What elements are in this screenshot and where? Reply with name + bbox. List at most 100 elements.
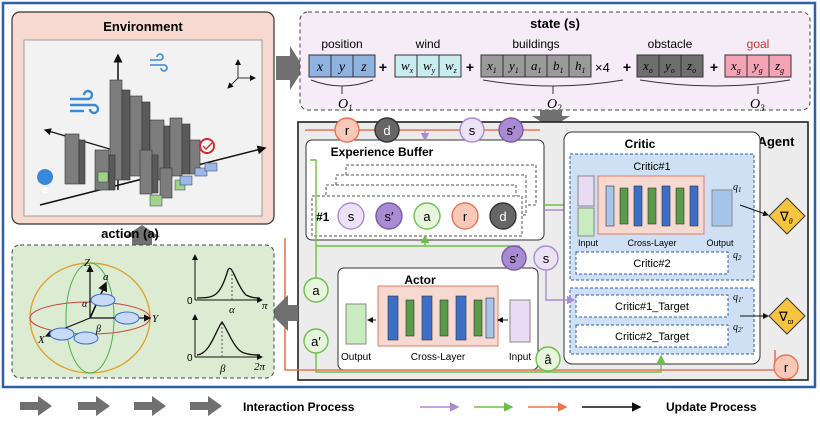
svg-text:d: d — [383, 123, 390, 138]
svg-text:r: r — [784, 360, 789, 375]
svg-text:z: z — [360, 60, 367, 75]
svg-text:Y: Y — [152, 313, 160, 325]
gradient-theta: ∇θ — [739, 197, 806, 235]
obstacles — [97, 162, 218, 207]
outer-frame — [1, 1, 817, 389]
agent-to-action-arrow — [270, 295, 298, 331]
critic-panel: Critic Critic#1 Input Cross-Layer Output… — [563, 131, 761, 365]
svg-text:q2: q2 — [733, 250, 742, 262]
critic2-label: Critic#2 — [633, 258, 670, 270]
svg-text:0: 0 — [187, 296, 193, 307]
state-panel: state (s) position x y z O1 + wind wx wy… — [299, 11, 811, 113]
buildings-cells — [480, 54, 592, 78]
svg-text:xo: xo — [642, 58, 653, 75]
critic2-target-label: Critic#2_Target — [615, 331, 689, 343]
position-label: position — [321, 37, 362, 51]
svg-text:q1: q1 — [733, 182, 742, 194]
actor-input-label: Input — [509, 352, 531, 363]
env-to-state-arrow — [276, 46, 304, 90]
plus-sign: + — [379, 59, 387, 75]
group-o1: O1 — [338, 97, 353, 113]
critic1-target-label: Critic#1_Target — [615, 301, 689, 313]
svg-text:wz: wz — [445, 58, 458, 75]
critic1-label: Critic#1 — [633, 161, 670, 173]
experience-buffer: Experience Buffer #1 s s′ a r d — [305, 139, 545, 241]
goal-marker-icon — [199, 138, 215, 154]
svg-text:b1: b1 — [553, 58, 564, 75]
svg-text:β: β — [219, 363, 226, 375]
buffer-row: s s′ a r d — [337, 202, 517, 230]
svg-text:a1: a1 — [531, 58, 542, 75]
svg-text:zo: zo — [686, 58, 696, 75]
svg-text:s: s — [543, 251, 550, 266]
state-to-agent-arrow — [532, 110, 570, 128]
group-o2: O2 — [547, 97, 562, 113]
svg-text:zg: zg — [774, 58, 784, 75]
gradient-phi: ∇ϖ — [740, 297, 806, 335]
goal-label: goal — [747, 37, 770, 51]
svg-text:d: d — [499, 209, 506, 224]
buffer-row-label: #1 — [316, 210, 330, 224]
critic-title: Critic — [625, 137, 656, 151]
legend-interaction: Interaction Process — [243, 400, 355, 414]
svg-text:q1′: q1′ — [733, 292, 744, 304]
action-panel: action (a) Z X Y a α β 0 π α — [11, 226, 275, 379]
svg-text:+: + — [466, 59, 474, 75]
svg-text:a: a — [103, 271, 109, 283]
critic-crosslayer-label: Cross-Layer — [627, 238, 676, 248]
actor-output-label: Output — [341, 352, 371, 363]
svg-text:â: â — [544, 352, 552, 367]
svg-text:Z: Z — [84, 257, 91, 269]
gray-arrows — [20, 396, 222, 416]
top-signals: r d s s′ — [305, 117, 540, 143]
svg-text:+: + — [710, 59, 718, 75]
wind-icon — [70, 53, 168, 115]
svg-text:wy: wy — [423, 58, 436, 75]
legend-update: Update Process — [666, 400, 757, 414]
svg-text:r: r — [345, 123, 350, 138]
environment-title: Environment — [103, 19, 183, 34]
svg-text:r: r — [463, 209, 468, 224]
svg-text:s: s — [469, 123, 476, 138]
action-to-env-arrow — [124, 225, 160, 245]
svg-text:x: x — [316, 60, 324, 75]
svg-text:2π: 2π — [254, 361, 266, 373]
svg-text:α: α — [82, 299, 88, 310]
critic-output-label: Output — [706, 238, 734, 248]
svg-text:∇θ: ∇θ — [779, 209, 793, 226]
actor-panel: Actor Output Cross-Layer Input — [337, 267, 539, 371]
critic-layers — [605, 185, 699, 227]
svg-text:s′: s′ — [510, 251, 520, 266]
obstacle-cells — [636, 54, 704, 78]
agent-title: Agent — [758, 134, 796, 149]
wind-cells: wx wy wz — [394, 54, 462, 78]
svg-text:h1: h1 — [575, 58, 586, 75]
svg-text:s: s — [348, 209, 355, 224]
state-title: state (s) — [530, 16, 580, 31]
svg-text:s′: s′ — [385, 209, 395, 224]
position-cells: x y z — [308, 54, 376, 78]
group-o3: O3 — [750, 97, 765, 113]
svg-text:a: a — [423, 209, 431, 224]
side-signals: a a′ s′ s â r — [303, 245, 799, 380]
critic-input-label: Input — [578, 238, 599, 248]
svg-text:y1: y1 — [507, 58, 519, 75]
svg-text:π: π — [262, 300, 268, 312]
svg-text:α: α — [229, 304, 235, 316]
wind-label: wind — [415, 37, 441, 51]
svg-text:yg: yg — [751, 58, 763, 75]
beta-distribution: 0 2π β — [187, 314, 266, 375]
goal-cells — [724, 54, 792, 78]
alpha-distribution: 0 π α — [187, 254, 268, 316]
svg-text:β: β — [95, 324, 101, 335]
action-title: action (a) — [101, 226, 159, 241]
legend: Interaction Process Update Process — [20, 396, 757, 416]
svg-text:q2′: q2′ — [733, 322, 744, 334]
svg-text:a: a — [312, 283, 320, 298]
obstacle-label: obstacle — [648, 37, 693, 51]
svg-text:wx: wx — [401, 58, 414, 75]
svg-text:s′: s′ — [507, 123, 517, 138]
buildings-label: buildings — [512, 37, 559, 51]
actor-layers — [387, 295, 495, 341]
svg-text:X: X — [37, 334, 46, 346]
